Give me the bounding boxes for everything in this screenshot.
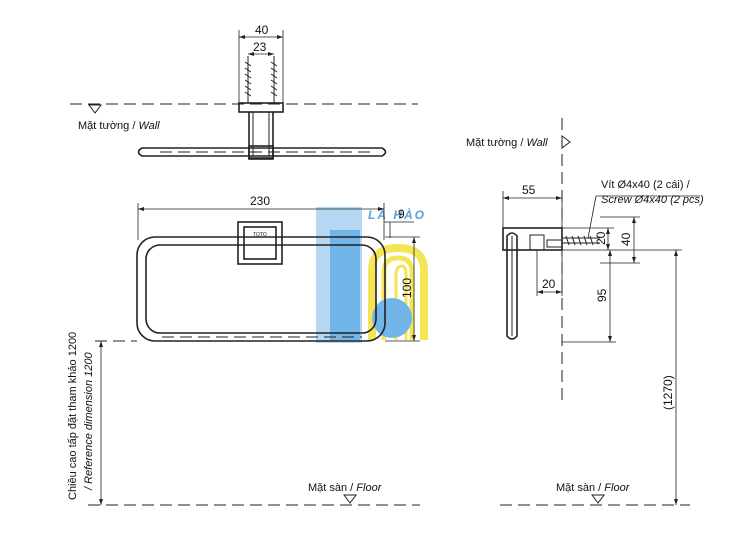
- wall-label-side: Mặt tường / Wall: [466, 137, 548, 149]
- floor-label-side: Mặt sàn / Floor: [556, 482, 631, 494]
- watermark-text: LÀ HÀO: [368, 207, 426, 222]
- dim-100: 100: [400, 278, 414, 298]
- dim-40-side: 40: [619, 232, 633, 246]
- top-view: 40 23 Mặt tường / Wall: [70, 23, 418, 160]
- watermark-logo: LÀ HÀO: [316, 207, 428, 343]
- front-view: 230 9 TOTO 100 Chiều cao tấp đặt tham kh…: [67, 194, 420, 506]
- dim-9: 9: [398, 207, 405, 221]
- ref-height-label-en: / Reference dimension 1200: [83, 352, 95, 491]
- screw-right: [270, 56, 278, 103]
- floor-label-front: Mặt sàn / Floor: [308, 482, 383, 494]
- dim-1270: (1270): [661, 375, 675, 410]
- screw-label-en: Screw Ø4x40 (2 pcs): [601, 194, 704, 206]
- wall-label-top: Mặt tường / Wall: [78, 120, 160, 132]
- dim-23-top: 23: [253, 40, 267, 54]
- plate-brand: TOTO: [253, 232, 267, 238]
- dim-230: 230: [250, 194, 270, 208]
- screw-left: [244, 56, 252, 103]
- dim-55: 55: [522, 183, 536, 197]
- dim-20-bottom: 20: [542, 277, 556, 291]
- dim-20-top: 20: [594, 231, 608, 245]
- side-view: Mặt tường / Wall 55 Vít Ø4x40 (2 cái) / …: [466, 118, 704, 506]
- dim-40-top: 40: [255, 23, 269, 37]
- screw-label-vi: Vít Ø4x40 (2 cái) /: [601, 179, 691, 191]
- ref-height-label: Chiều cao tấp đặt tham khảo 1200: [67, 332, 79, 500]
- dim-95: 95: [595, 288, 609, 302]
